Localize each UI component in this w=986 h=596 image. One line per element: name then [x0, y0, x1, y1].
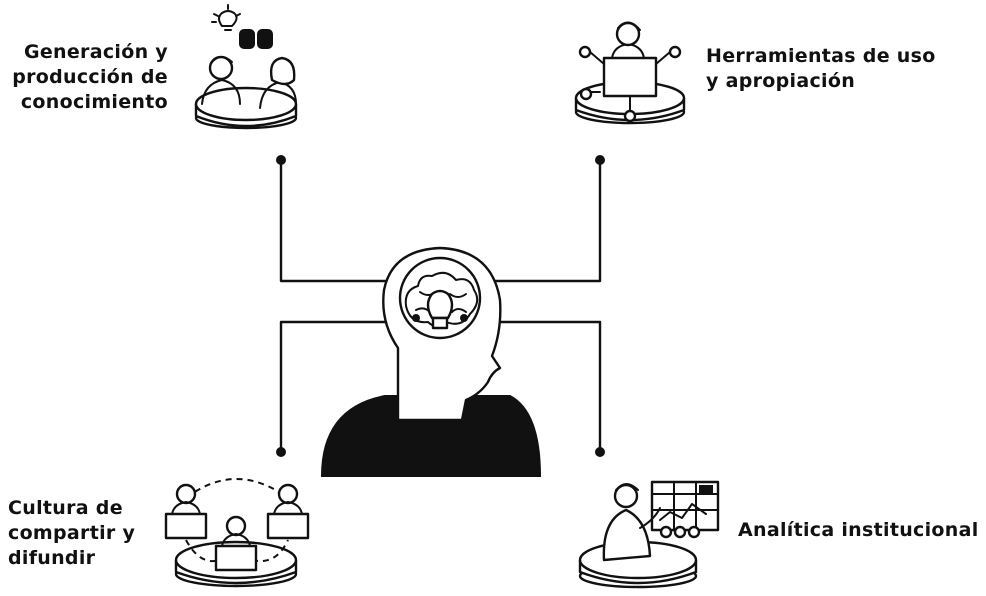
person-dashboard-analytics-icon	[578, 480, 720, 589]
head-brain-icon	[320, 246, 542, 477]
label-herramientas: Herramientas de uso y apropiación	[706, 44, 936, 94]
label-cultura-line-1: Cultura de	[8, 497, 123, 519]
two-people-ideas-icon	[194, 4, 298, 130]
label-cultura: Cultura de compartir y difundir	[8, 496, 135, 571]
label-generacion-line-3: conocimiento	[20, 91, 168, 113]
label-analitica: Analítica institucional	[738, 518, 979, 543]
label-generacion-line-2: producción de	[12, 66, 168, 88]
label-herramientas-line-1: Herramientas de uso	[706, 45, 936, 67]
label-cultura-line-3: difundir	[8, 547, 96, 569]
person-laptop-network-icon	[574, 21, 686, 125]
label-herramientas-line-2: y apropiación	[706, 70, 856, 92]
label-cultura-line-2: compartir y	[8, 522, 136, 544]
label-generacion-line-1: Generación y	[23, 41, 168, 63]
label-generacion: Generación y producción de conocimiento	[12, 40, 168, 115]
label-analitica-line-1: Analítica institucional	[738, 519, 979, 541]
three-people-laptops-icon	[164, 478, 310, 588]
connector-lines	[276, 155, 605, 457]
